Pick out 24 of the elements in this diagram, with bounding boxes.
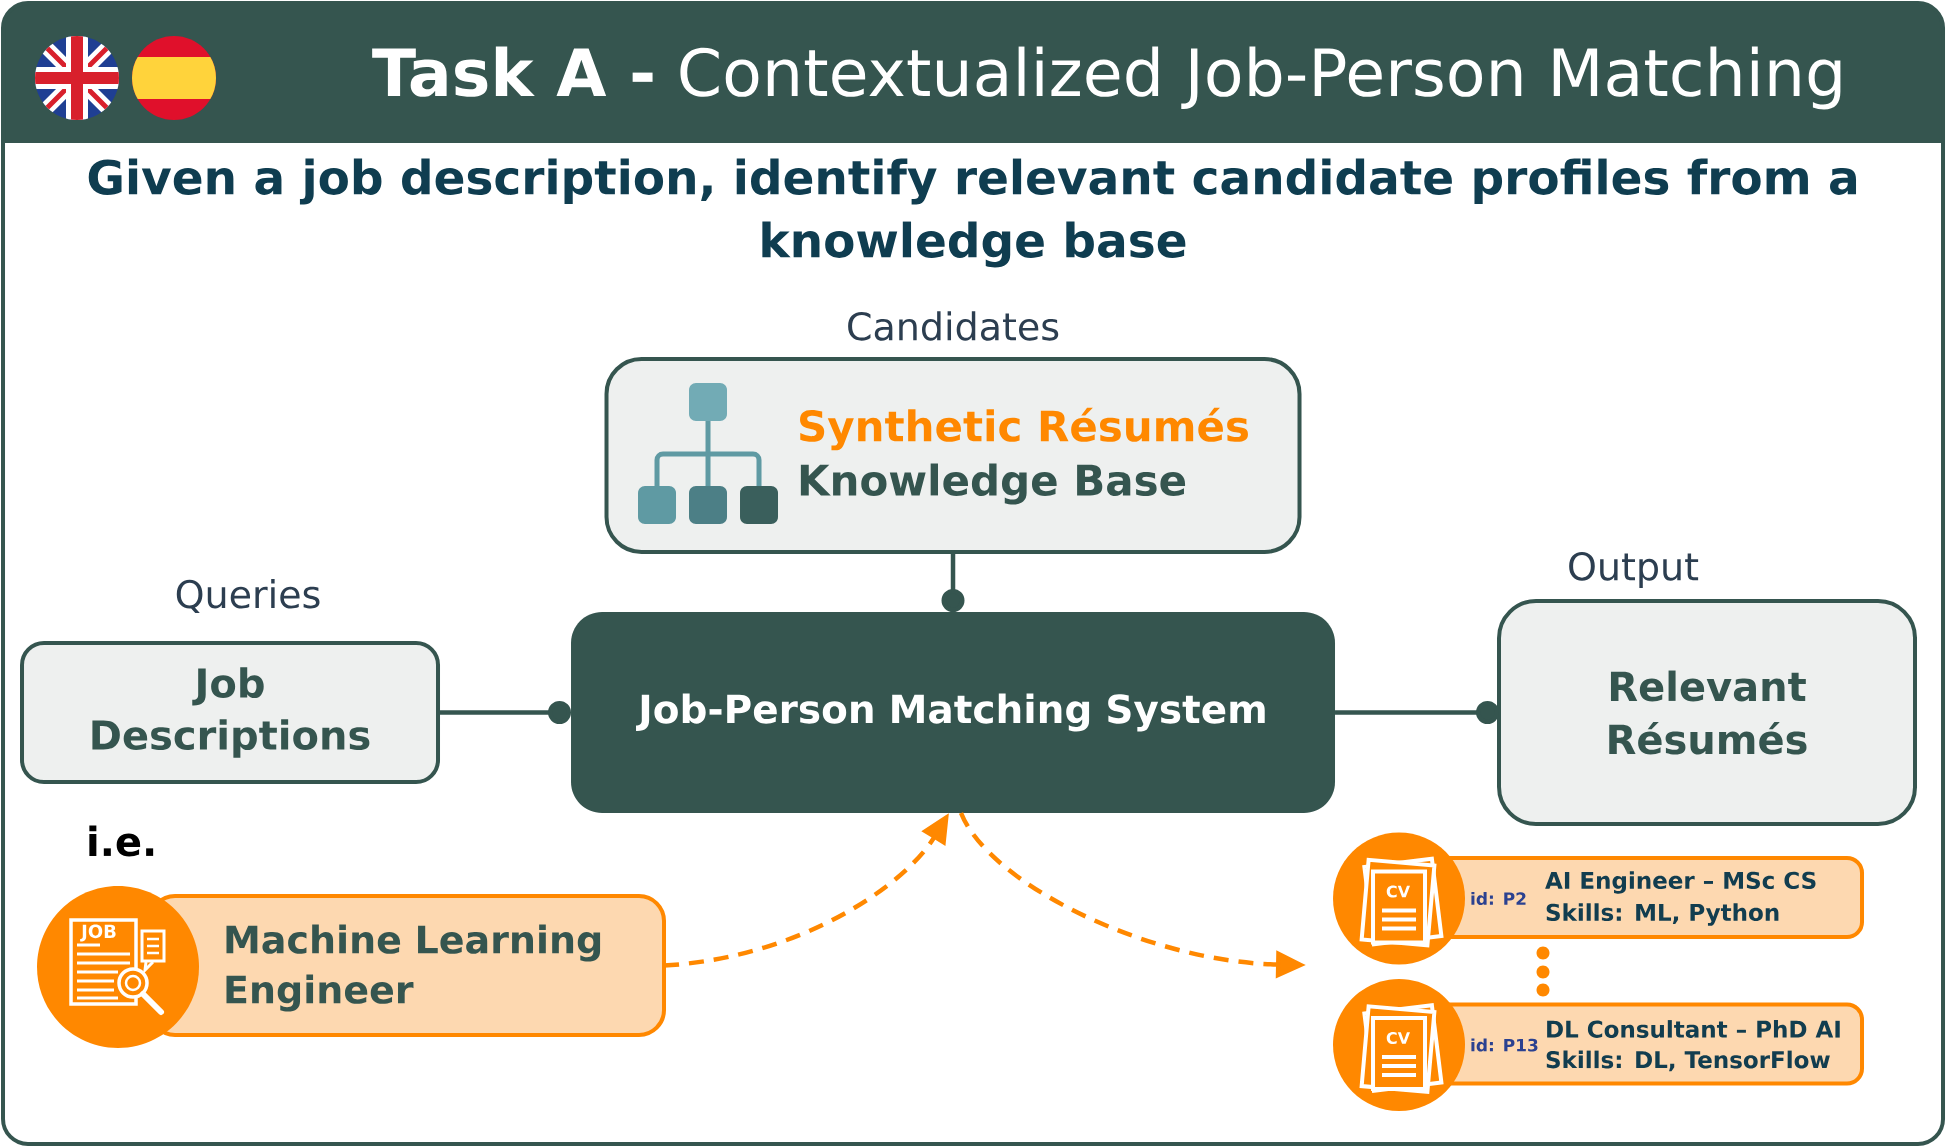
- box-heading: Output: [1569, 551, 1699, 589]
- system-box: Job-Person Matching System: [571, 612, 1335, 813]
- box-subtitle: Knowledge Base: [800, 463, 1186, 505]
- resume-skills: Skills: ML, Python: [1546, 903, 1779, 926]
- box-heading: Candidates: [848, 311, 1059, 341]
- resume-title: AI Engineer – MSc CS: [1545, 871, 1816, 894]
- icon-label: CV: [1386, 1031, 1410, 1045]
- connector-line: [438, 701, 571, 724]
- subtitle: Given a job description, identify relevant candidate profiles from a knowledge base: [88, 158, 1857, 268]
- resume-id: id: P13: [1471, 1038, 1538, 1052]
- query-box: Job Descriptions: [20, 641, 440, 784]
- connector-line: [941, 552, 965, 612]
- resume-title: DL Consultant – PhD AI: [1547, 1020, 1840, 1038]
- box-heading: Queries: [176, 579, 320, 613]
- icon-label: CV: [1386, 885, 1410, 898]
- resume-skills: Skills: DL, TensorFlow: [1546, 1050, 1830, 1072]
- note-text: i.e.: [89, 825, 154, 857]
- title: Task A - Contextualized Job-Person Matching: [372, 46, 1841, 110]
- connector-line: [1335, 701, 1499, 724]
- output-box: Relevant Résumés: [1497, 599, 1917, 826]
- resume-id: id: P2: [1471, 891, 1526, 906]
- job-title: Machine Learning Engineer: [226, 924, 601, 1012]
- icon-label: JOB: [80, 924, 116, 942]
- box-title: Synthetic Résumés: [800, 407, 1248, 451]
